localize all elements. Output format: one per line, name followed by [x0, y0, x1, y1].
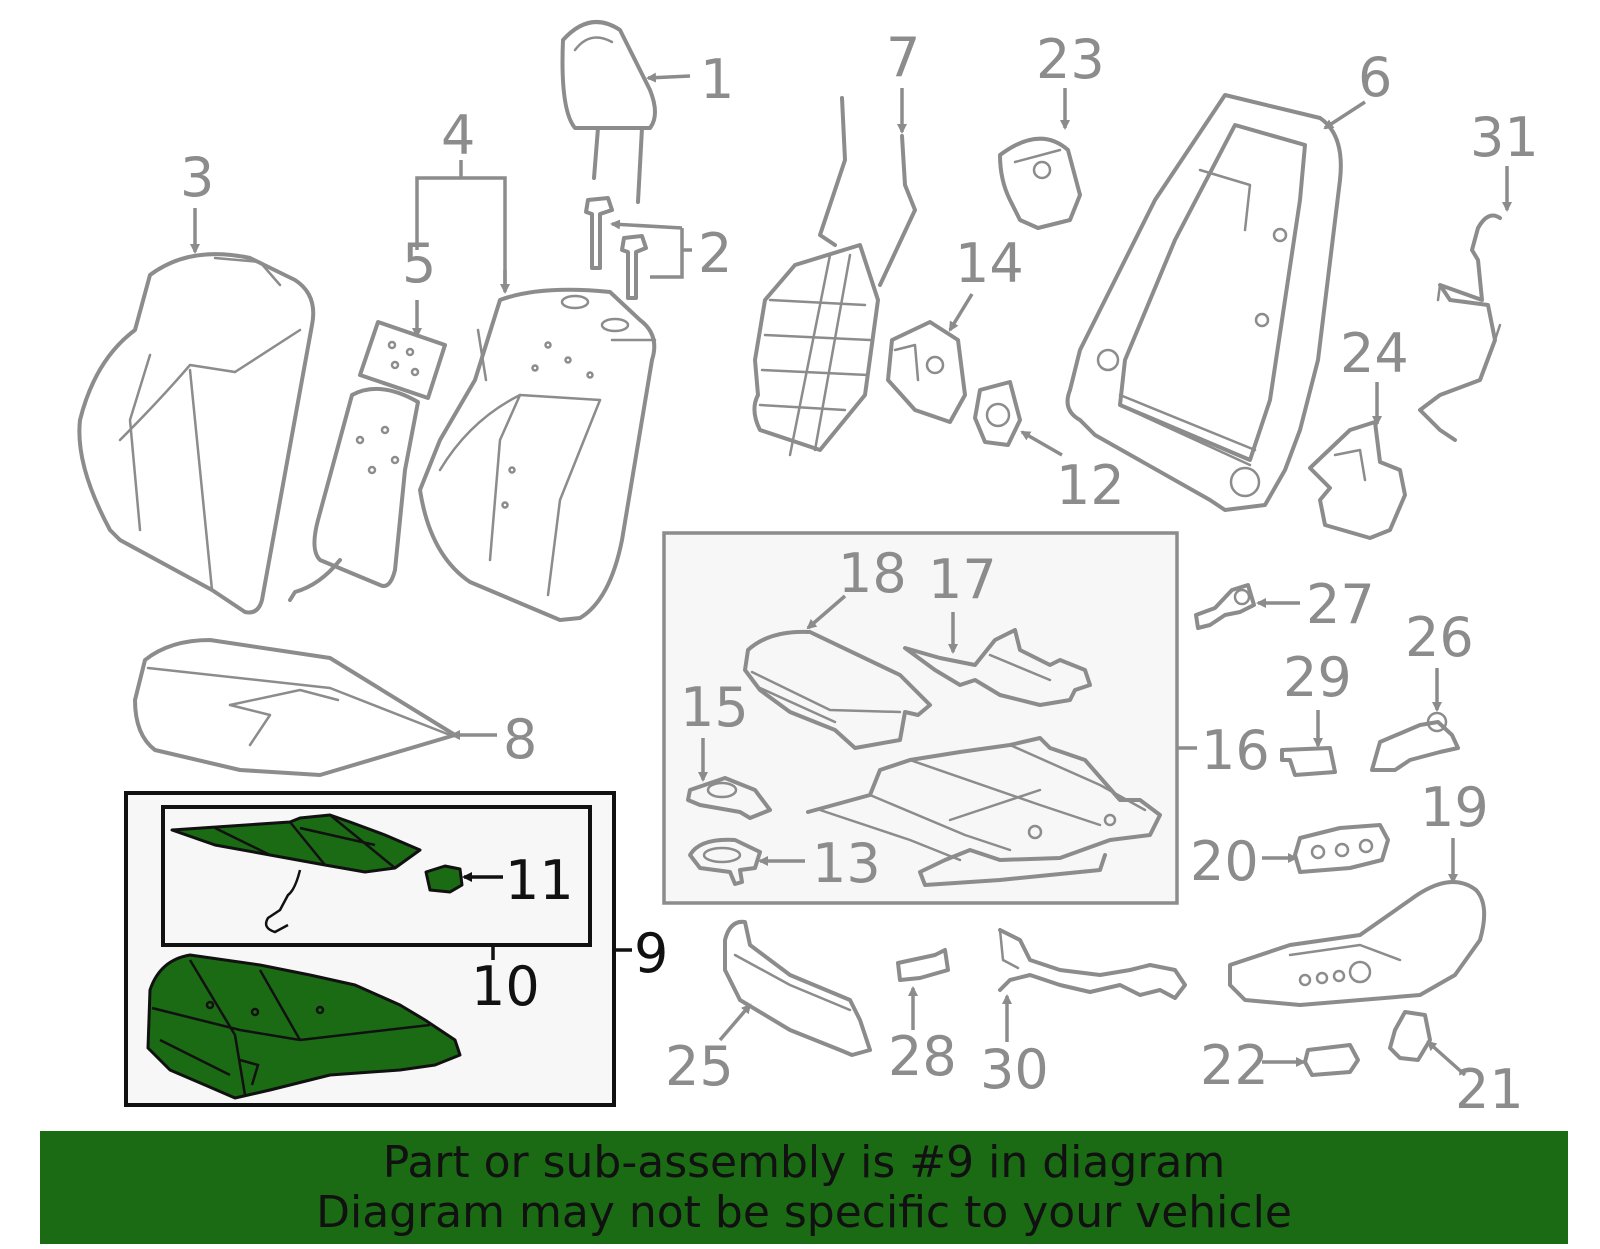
callout-3: 3	[180, 146, 214, 209]
callout-12: 12	[1056, 454, 1125, 517]
callout-22: 22	[1200, 1034, 1269, 1097]
callout-6: 6	[1358, 46, 1392, 109]
headrest-part	[560, 20, 657, 204]
callout-27: 27	[1306, 573, 1375, 636]
bearing-ring-part	[688, 837, 762, 886]
harness-30-part	[998, 928, 1187, 1000]
callout-26: 26	[1405, 606, 1474, 669]
seatback-pad-part	[418, 287, 657, 622]
callout-24: 24	[1340, 322, 1409, 385]
cover-29-part	[1280, 746, 1337, 777]
knob-21-part	[1388, 1010, 1432, 1062]
banner-line-1: Part or sub-assembly is #9 in diagram	[382, 1136, 1226, 1188]
cushion-cover-part	[133, 638, 457, 777]
callout-25: 25	[665, 1035, 734, 1098]
seatback-cover-part	[77, 252, 316, 615]
heater-element-part	[170, 813, 422, 934]
callout-13: 13	[812, 832, 881, 895]
callout-20: 20	[1190, 830, 1259, 893]
callout-9: 9	[634, 922, 668, 985]
callout-19: 19	[1420, 776, 1489, 839]
seat-frame-part	[806, 736, 1162, 887]
banner-line-2: Diagram may not be specific to your vehi…	[316, 1186, 1292, 1238]
seat-cushion-pad-part	[146, 953, 462, 1100]
knob-22-part	[1303, 1043, 1360, 1077]
heater-connector-part	[424, 864, 464, 894]
side-bracket-part	[1308, 420, 1407, 540]
recliner-motor-part	[998, 136, 1082, 230]
callout-31: 31	[1470, 106, 1539, 169]
callout-8: 8	[503, 708, 537, 771]
cushion-spring-part	[903, 628, 1092, 707]
assembly-16-box	[662, 531, 1179, 905]
callout-23: 23	[1036, 28, 1105, 91]
lumbar-support-part	[752, 96, 917, 457]
trim-panel-25-part	[723, 919, 872, 1057]
callout-18: 18	[838, 542, 907, 605]
callout-14: 14	[955, 232, 1024, 295]
callout-15: 15	[680, 676, 749, 739]
heater-pad-part	[288, 320, 447, 602]
callout-5: 5	[402, 232, 436, 295]
callout-11: 11	[505, 849, 574, 912]
callout-28: 28	[888, 1025, 957, 1088]
clip-28-part	[896, 948, 950, 982]
callout-7: 7	[886, 26, 920, 89]
wire-harness-part	[1418, 213, 1502, 442]
bearing-cover-part	[973, 380, 1022, 447]
callout-10: 10	[471, 955, 540, 1018]
headrest-guide-part	[584, 196, 648, 300]
callout-29: 29	[1283, 646, 1352, 709]
callout-17: 17	[928, 548, 997, 611]
side-cover-19-part	[1228, 880, 1487, 1007]
knob-26-part	[1370, 711, 1460, 772]
callout-1: 1	[700, 48, 734, 111]
cushion-pan-part	[743, 629, 932, 750]
callout-30: 30	[980, 1038, 1049, 1101]
switch-base-part	[686, 776, 772, 820]
callout-21: 21	[1455, 1058, 1524, 1121]
adjuster-bracket-part	[886, 320, 967, 424]
seatback-frame-part	[1065, 93, 1343, 512]
switch-20-part	[1293, 823, 1390, 874]
callout-4: 4	[441, 104, 475, 167]
callout-16: 16	[1201, 719, 1270, 782]
info-banner: Part or sub-assembly is #9 in diagram Di…	[40, 1131, 1568, 1244]
clip-27-part	[1194, 583, 1256, 630]
callout-2: 2	[698, 222, 732, 285]
